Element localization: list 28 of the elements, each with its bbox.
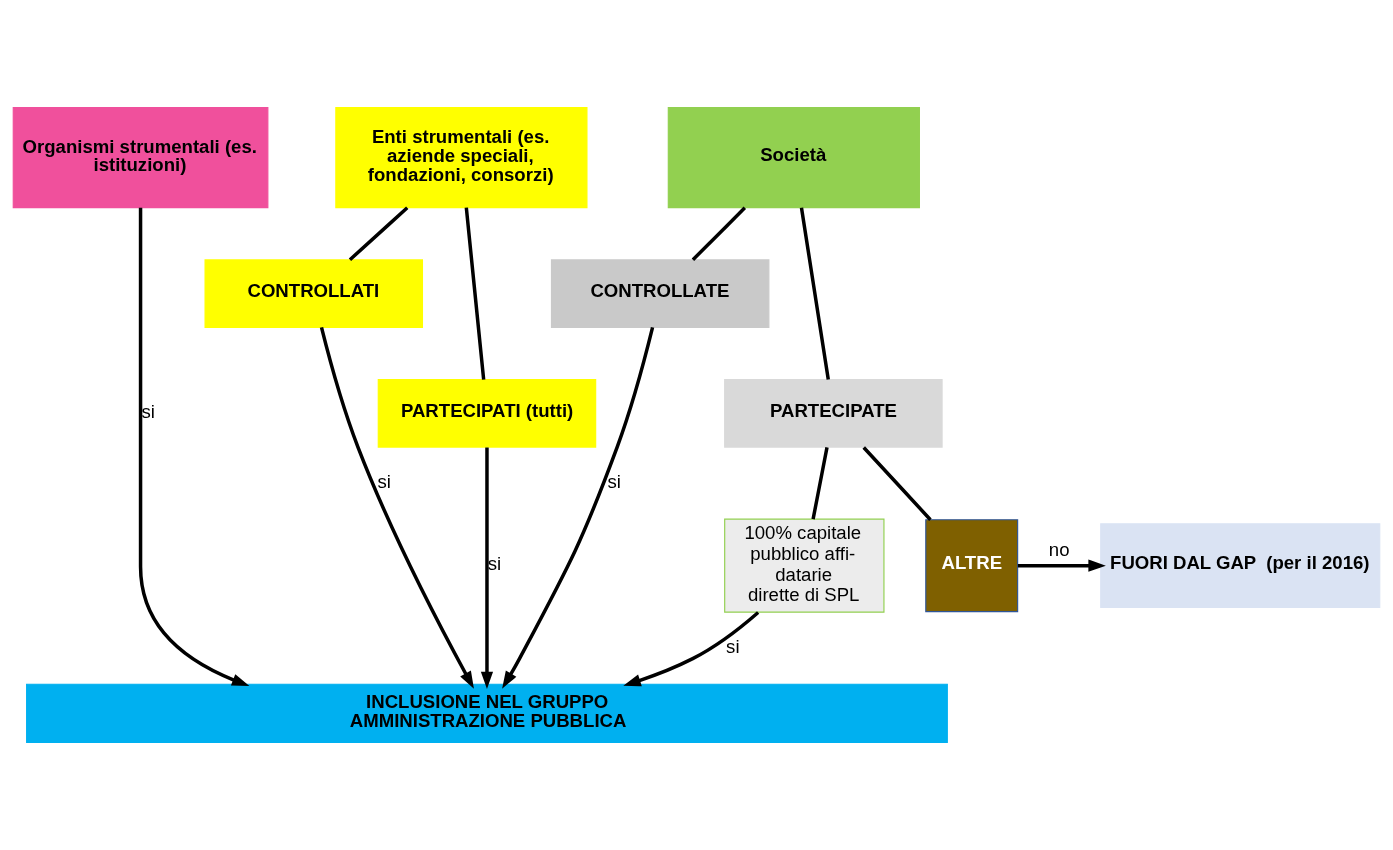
node-box: Enti strumentali (es. aziende speciali, fondazioni, consorzi)	[335, 107, 588, 209]
node-box: PARTECIPATE	[724, 379, 943, 448]
connector	[691, 206, 747, 261]
arrow	[502, 326, 655, 689]
connector	[799, 207, 830, 380]
edge-label: si	[726, 635, 740, 657]
node-box: INCLUSIONE NEL GRUPPO AMMINISTRAZIONE PUBBLICA	[26, 683, 948, 743]
arrow	[623, 611, 760, 687]
node-box: 100% capitale pubblico affi- datarie dirette di SPL	[724, 518, 885, 613]
edge-label: si	[607, 470, 621, 492]
connector	[348, 206, 409, 261]
connector	[811, 447, 829, 520]
edge-label: si	[141, 400, 155, 422]
arrow	[1017, 559, 1106, 572]
connector	[862, 446, 932, 521]
node-box: CONTROLLATI	[204, 259, 424, 328]
arrow	[480, 447, 494, 690]
connector	[464, 207, 486, 380]
node-box: Organismi strumentali (es. istituzioni)	[12, 107, 269, 209]
node-box: ALTRE	[925, 519, 1019, 613]
edge-label: no	[1048, 539, 1070, 561]
edge-label: si	[377, 470, 391, 492]
node-box: CONTROLLATE	[550, 259, 770, 328]
node-box: Società	[667, 107, 920, 209]
node-box: PARTECIPATI (tutti)	[377, 379, 597, 448]
arrow	[138, 207, 250, 687]
node-box: FUORI DAL GAP (per il 2016)	[1100, 523, 1381, 609]
arrow	[319, 327, 474, 689]
